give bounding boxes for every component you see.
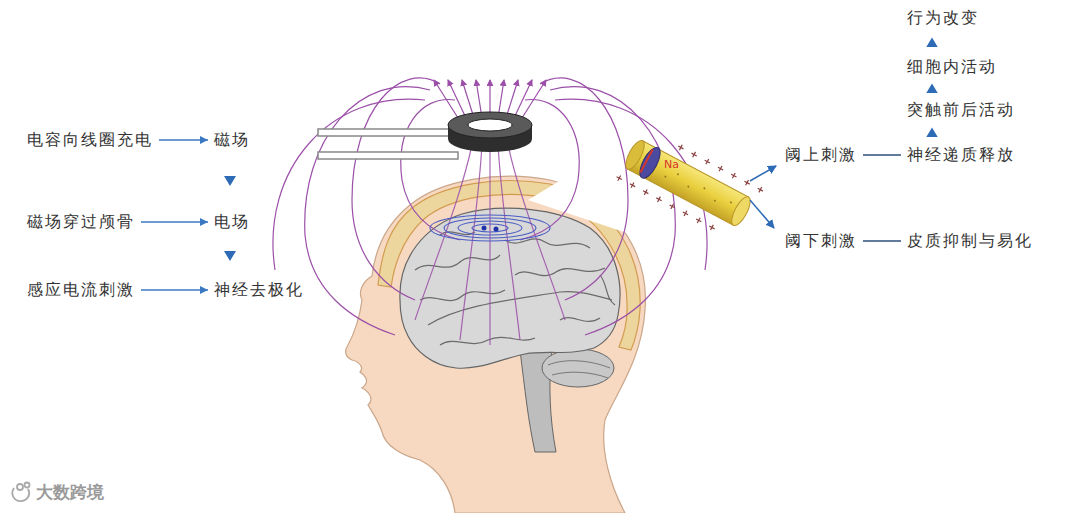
cerebellum-folds [548,361,610,378]
step-text: 神经去极化 [214,280,304,301]
step-label: 皮质抑制与易化 [905,230,1035,253]
step-label: 细胞内活动 [905,56,999,79]
neuron-axon [615,125,764,244]
axon-end [728,194,754,228]
charge-marks [615,125,764,244]
step-label: 电场 [212,211,252,234]
field-line-down [415,145,472,320]
flow-arrow [141,221,208,223]
current-loop [458,221,522,235]
flow-arrow [931,123,933,141]
step-text: 感应电流刺激 [27,280,135,301]
axon-dots [664,168,732,211]
step-text: 阈上刺激 [785,145,857,166]
current-dot [494,227,499,232]
step-text: 阈下刺激 [785,231,857,252]
flow-arrow [229,153,231,208]
step-text: 电容向线圈充电 [27,130,153,151]
step-label: 电容向线圈充电 [25,129,155,152]
flow-arrow [159,139,208,141]
step-label: 磁场穿过颅骨 [25,211,137,234]
step-label: 神经去极化 [212,279,306,302]
axon-body [628,141,749,226]
step-text: 突触前后活动 [907,100,1015,121]
flow-arrow [863,240,901,242]
field-line-down [460,145,482,340]
field-loop [540,78,628,300]
ion-label: Na [664,158,679,171]
step-text: 神经递质释放 [907,145,1015,166]
current-loop [444,218,536,238]
flow-arrow [931,31,933,53]
step-label: 行为改变 [905,7,981,30]
field-line-down [498,145,520,340]
step-label: 突触前后活动 [905,99,1017,122]
field-loop [305,87,430,335]
flow-arrow [863,154,901,156]
current-loop [472,224,508,232]
induced-current-loops [430,215,550,241]
flow-arrow [141,289,208,291]
flow-arrow [931,80,933,96]
coil-handle [318,129,458,136]
stimulus-arrow [750,200,774,228]
watermark-icon [12,483,29,502]
magnetic-field-lines [273,78,707,345]
field-loop [352,78,440,300]
step-text: 磁场穿过颅骨 [27,212,135,233]
watermark: 大数跨境 [36,482,104,502]
step-text: 电场 [214,212,250,233]
field-loop [550,87,675,335]
field-line-down [508,145,565,320]
step-label: 阈下刺激 [783,230,859,253]
step-text: 细胞内活动 [907,57,997,78]
watermark-icon [17,484,23,490]
current-loop [430,215,550,241]
flow-arrow [229,235,231,276]
step-text: 磁场 [214,130,250,151]
field-line-down [489,145,490,345]
field-loop [273,99,425,270]
sodium-channel-mark [640,149,652,172]
current-dot [482,226,487,231]
step-label: 磁场 [212,129,252,152]
step-label: 感应电流刺激 [25,279,137,302]
step-text: 皮质抑制与易化 [907,231,1033,252]
step-label: 神经递质释放 [905,144,1017,167]
sodium-channel [636,145,664,182]
cerebellum [542,349,614,387]
stimulus-arrows [750,166,776,228]
coil-handle [318,152,458,159]
brain-gyri [415,232,615,345]
stimulus-arrow [750,166,776,181]
head-silhouette [346,176,646,513]
step-label: 阈上刺激 [783,144,859,167]
watermark-icon [25,483,30,488]
coil-ring [448,112,532,138]
tms-coil [318,112,532,159]
head [346,176,646,513]
field-line [462,80,474,118]
coil-hole [468,119,512,131]
step-text: 行为改变 [907,8,979,29]
